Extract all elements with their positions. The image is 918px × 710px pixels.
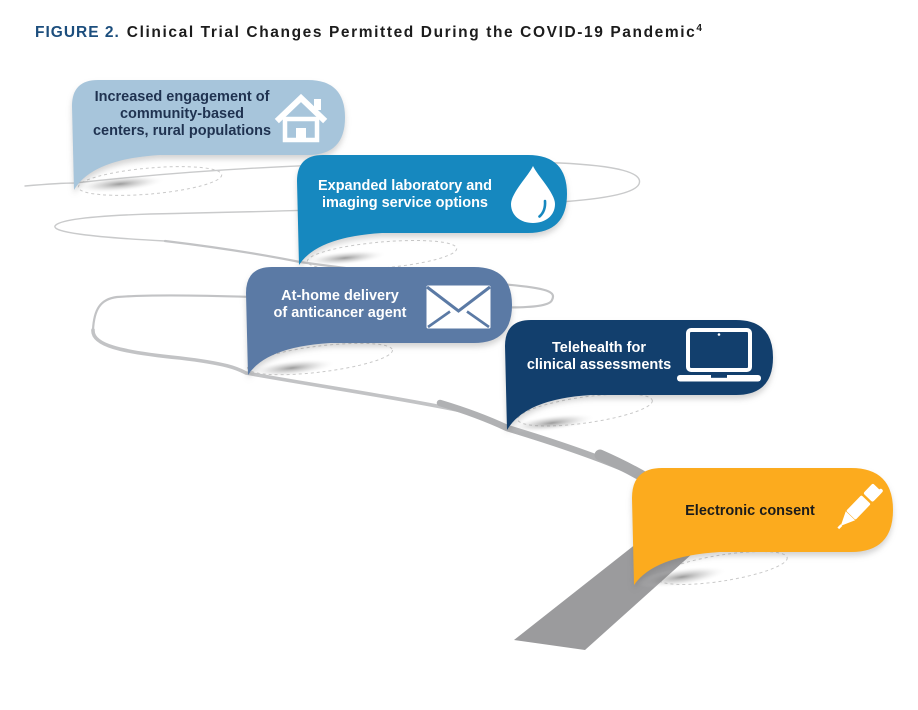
bubble-telehealth: Telehealth for clinical assessments xyxy=(503,318,775,436)
bubble-text: At-home delivery of anticancer agent xyxy=(254,288,426,322)
bubble-text-line: Electronic consent xyxy=(685,503,815,519)
tail-shadow-ellipse xyxy=(306,239,458,271)
figure-title: FIGURE 2. Clinical Trial Changes Permitte… xyxy=(35,23,702,42)
tail-tip-shadow xyxy=(636,566,728,588)
tail-tip-shadow xyxy=(248,358,336,378)
bubble-text: Telehealth for clinical assessments xyxy=(515,340,683,374)
figure-label: FIGURE 2. xyxy=(35,24,120,42)
bubble-at-home-delivery: At-home delivery of anticancer agent xyxy=(244,265,514,381)
bubble-electronic-consent: Electronic consent xyxy=(630,466,895,588)
tail-shadow-ellipse xyxy=(517,393,653,427)
tail-tip-shadow xyxy=(508,413,596,433)
bubble-text-line: Expanded laboratory and xyxy=(317,178,493,194)
house-icon xyxy=(274,93,328,143)
road-mid2-segment xyxy=(91,328,464,413)
bubble-text-line: imaging service options xyxy=(322,195,488,211)
bubble-shape xyxy=(297,155,567,265)
bubble-text-line: At-home delivery xyxy=(281,288,399,304)
bubble-lab-imaging: Expanded laboratory and imaging service … xyxy=(295,153,569,271)
bubble-shape xyxy=(505,320,773,430)
bubble-text-line: Telehealth for xyxy=(552,340,646,356)
envelope-icon xyxy=(426,285,491,329)
bubble-text-line: centers, rural populations xyxy=(92,123,272,139)
bubble-text-line: community-based xyxy=(119,106,245,122)
bubble-community-engagement: Increased engagement of community-based … xyxy=(70,78,348,196)
pen-icon xyxy=(837,484,883,530)
bubble-text-line: Increased engagement of xyxy=(94,89,270,105)
bubble-text: Electronic consent xyxy=(650,503,850,520)
water-drop-icon xyxy=(511,166,555,223)
bubble-text-line: of anticancer agent xyxy=(273,305,407,321)
figure-reference: 4 xyxy=(696,23,702,34)
bubble-text: Expanded laboratory and imaging service … xyxy=(307,178,503,212)
tail-tip-shadow xyxy=(303,250,387,266)
bubble-shape xyxy=(632,468,893,585)
bubble-text-line: clinical assessments xyxy=(526,357,672,373)
tail-shadow-ellipse xyxy=(247,342,393,376)
bubble-text: Increased engagement of community-based … xyxy=(84,89,280,140)
road-far-segment xyxy=(24,161,641,242)
laptop-icon xyxy=(677,328,761,382)
bubble-shape xyxy=(72,80,345,190)
tail-tip-shadow xyxy=(74,175,166,193)
figure-title-text: Clinical Trial Changes Permitted During … xyxy=(126,24,697,42)
tail-shadow-ellipse xyxy=(77,166,223,196)
